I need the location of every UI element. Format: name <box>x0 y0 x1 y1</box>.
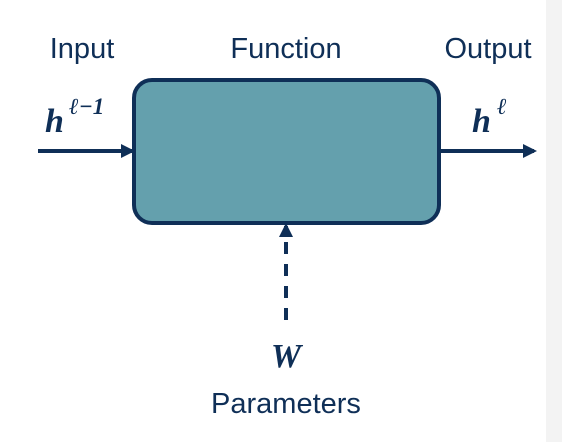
input-superscript: ℓ−1 <box>69 94 104 119</box>
input-label: Input <box>50 33 115 65</box>
output-superscript: ℓ <box>497 94 507 119</box>
neural-function-diagram: Input Function Output h ℓ−1 h ℓ W Parame… <box>38 33 537 420</box>
function-box <box>132 78 441 225</box>
output-h-symbol: h <box>472 103 491 140</box>
input-h-symbol: h <box>45 103 64 140</box>
weights-symbol: W <box>271 338 304 375</box>
parameters-label: Parameters <box>211 388 361 420</box>
function-label: Function <box>230 33 341 65</box>
page-edge-strip <box>546 0 562 442</box>
output-label: Output <box>444 33 531 65</box>
